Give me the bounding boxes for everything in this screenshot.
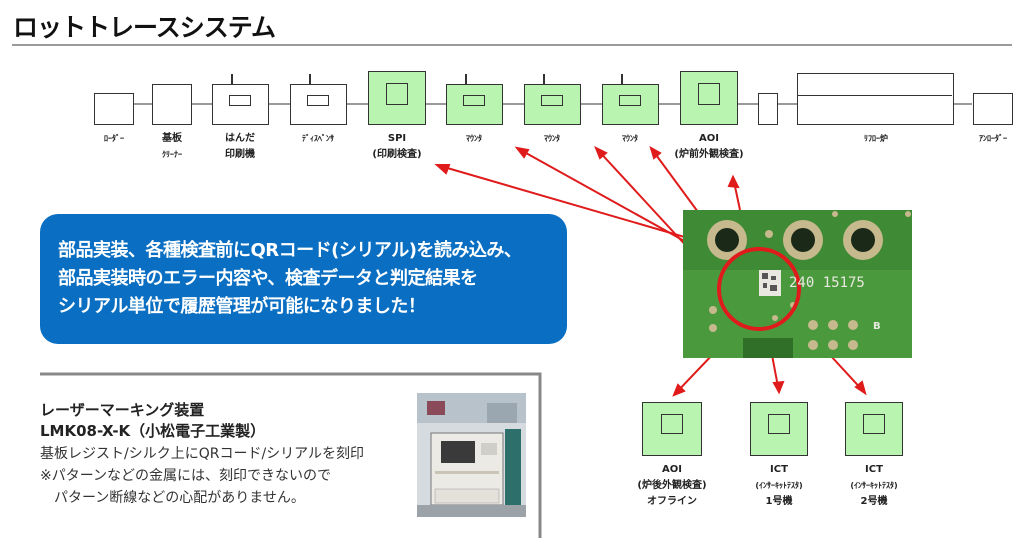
mounter-1-antenna (465, 74, 467, 84)
solder-printer-machine (212, 84, 269, 125)
dispenser-antenna (309, 74, 311, 84)
device-desc-3: パターン断線などの心配がありません。 (40, 490, 305, 506)
mounter-2-antenna (543, 74, 545, 84)
title-divider (12, 44, 1012, 46)
page-title: ロットトレースシステム (13, 13, 276, 42)
pcb-photo: 240 15175 B (683, 210, 912, 358)
mounter-3-label: ﾏｳﾝﾀ (622, 134, 638, 143)
mounter-3-window (619, 95, 641, 106)
aoi-machine (680, 71, 738, 125)
reflow-label: ﾘﾌﾛｰ炉 (864, 134, 888, 143)
aoi-offline-label: AOI (炉後外観検査) オフライン (637, 464, 707, 507)
cleaner-label: 基板 ｸﾘｰﾅｰ (162, 133, 182, 159)
printer-window (229, 95, 251, 106)
mounter-2-label: ﾏｳﾝﾀ (544, 134, 560, 143)
mounter-2-machine (524, 84, 581, 125)
mounter-1-label: ﾏｳﾝﾀ (466, 134, 482, 143)
printer-antenna (231, 74, 233, 84)
aoi-offline-window (661, 414, 683, 434)
mounter-2-window (541, 95, 563, 106)
mounter-3-antenna (621, 74, 623, 84)
device-title-1: レーザーマーキング装置 (40, 401, 205, 419)
callout-line-1: 部品実装、各種検査前にQRコード(シリアル)を読み込み、 (58, 240, 522, 261)
spi-label: SPI (印刷検査) (372, 133, 422, 160)
reflow-top-panel (798, 74, 952, 96)
buffer-machine (758, 93, 778, 125)
loader-machine (94, 93, 134, 125)
summary-callout (40, 214, 567, 344)
callout-line-2: 部品実装時のエラー内容や、検査データと判定結果を (58, 268, 478, 289)
dispenser-window (307, 95, 329, 106)
loader-label: ﾛｰﾀﾞｰ (104, 134, 124, 143)
reflow-oven-machine (797, 73, 954, 125)
aoi-window (698, 83, 720, 105)
ict-1-window (768, 414, 790, 434)
dispenser-label: ﾃﾞｨｽﾍﾟﾝｻ (302, 134, 334, 143)
printer-label: はんだ 印刷機 (225, 133, 255, 160)
unloader-label: ｱﾝﾛｰﾀﾞｰ (979, 134, 1007, 143)
device-desc-1: 基板レジスト/シルク上にQRコード/シリアルを刻印 (40, 446, 365, 462)
spi-window (386, 83, 408, 105)
spi-machine (368, 71, 426, 125)
aoi-offline-machine (642, 402, 702, 456)
pcb-illustration (683, 210, 912, 358)
ict-2-machine (845, 402, 903, 456)
device-desc-2: ※パターンなどの金属には、刻印できないので (40, 468, 332, 484)
dispenser-machine (290, 84, 347, 125)
mounter-3-machine (602, 84, 659, 125)
ict-2-label: ICT (ｲﾝｻｰｷｯﾄﾃｽﾀ) 2号機 (850, 464, 898, 507)
board-cleaner-machine (152, 84, 192, 125)
device-title-2: LMK08-X-K（小松電子工業製） (40, 422, 266, 440)
ict-1-label: ICT (ｲﾝｻｰｷｯﾄﾃｽﾀ) 1号機 (755, 464, 803, 507)
callout-line-3: シリアル単位で履歴管理が可能になりました！ (58, 296, 426, 317)
aoi-label: AOI (炉前外観検査) (674, 133, 744, 160)
mounter-1-window (463, 95, 485, 106)
laser-marker-photo (417, 393, 526, 517)
laser-marker-illustration (417, 393, 526, 517)
pcb-marker-b: B (873, 321, 881, 332)
ict-1-machine (750, 402, 808, 456)
unloader-machine (973, 93, 1013, 125)
mounter-1-machine (446, 84, 503, 125)
pcb-serial-text: 240 15175 (789, 275, 865, 291)
ict-2-window (863, 414, 885, 434)
